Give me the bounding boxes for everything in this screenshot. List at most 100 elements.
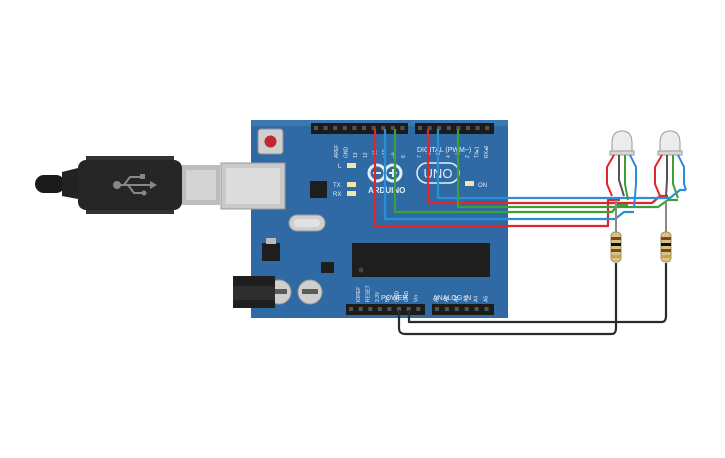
power-pin-label-1: RESET bbox=[366, 285, 372, 302]
digital-pin-label-1: GND bbox=[344, 147, 350, 159]
digital-pin-label-r-7: RX◂0 bbox=[484, 146, 490, 158]
pin-hole[interactable] bbox=[464, 307, 469, 311]
analog-header bbox=[432, 304, 494, 315]
pin-hole[interactable] bbox=[456, 126, 461, 130]
power-label: POWER bbox=[381, 295, 407, 302]
digital-pin-label-r-6: TX▸1 bbox=[475, 146, 481, 158]
wire-gnd-led2[interactable] bbox=[407, 263, 668, 324]
pin-hole[interactable] bbox=[349, 307, 353, 311]
led-dome bbox=[659, 130, 681, 153]
analog-pin-label-5: A5 bbox=[484, 296, 490, 302]
pin-hole[interactable] bbox=[377, 307, 382, 311]
power-pin-label-0: IOREF bbox=[356, 287, 362, 302]
power-pin-label-4: GND bbox=[394, 291, 400, 303]
digital-header-left bbox=[311, 123, 408, 134]
analog-label: ANALOG IN bbox=[433, 295, 471, 302]
pin-hole[interactable] bbox=[427, 126, 432, 130]
wire-gnd-led1[interactable] bbox=[397, 263, 618, 336]
rx-led-label: RX bbox=[333, 192, 341, 198]
reset-button-cap[interactable] bbox=[264, 135, 277, 148]
pin-hole[interactable] bbox=[342, 126, 347, 130]
pin-hole[interactable] bbox=[475, 126, 480, 130]
brand-text: ARDUINO bbox=[368, 186, 405, 195]
analog-pin-labels: A0 A1 A2 A3 A4 A5 bbox=[434, 296, 490, 302]
usb-cable-strain-relief bbox=[35, 175, 65, 193]
pin-hole[interactable] bbox=[444, 307, 449, 311]
digital-header-right bbox=[415, 123, 494, 134]
digital-pin-label-0: AREF bbox=[334, 145, 340, 158]
pin-hole[interactable] bbox=[474, 307, 479, 311]
pin-hole[interactable] bbox=[362, 126, 366, 130]
digital-pin-label-r-0: 7 bbox=[417, 155, 423, 158]
on-led bbox=[465, 181, 474, 186]
pin-hole[interactable] bbox=[397, 307, 401, 311]
pin-hole[interactable] bbox=[371, 126, 376, 130]
power-pin-label-6: Vin bbox=[414, 295, 420, 302]
pin-hole[interactable] bbox=[368, 307, 373, 311]
pin-hole[interactable] bbox=[406, 307, 411, 311]
digital-pin-label-r-2: ~5 bbox=[436, 152, 442, 158]
wire-blue-led2[interactable] bbox=[436, 129, 686, 200]
wire-green-led2[interactable] bbox=[456, 129, 678, 209]
l-led bbox=[347, 163, 356, 168]
digital-pin-label-3: 12 bbox=[363, 152, 369, 158]
l-led-label: L bbox=[338, 164, 342, 170]
pin-hole[interactable] bbox=[333, 126, 338, 130]
tx-led bbox=[347, 182, 356, 187]
analog-pin-label-2: A2 bbox=[454, 296, 460, 302]
resistor-1[interactable] bbox=[610, 231, 622, 263]
rgb-led-2[interactable] bbox=[654, 130, 687, 199]
pin-hole[interactable] bbox=[358, 307, 363, 311]
wire-green-led1[interactable] bbox=[393, 129, 628, 214]
on-led-label: ON bbox=[478, 183, 487, 189]
voltage-regulator bbox=[262, 243, 280, 261]
analog-pin-label-4: A4 bbox=[474, 296, 480, 302]
rx-led bbox=[347, 191, 356, 196]
pin-hole[interactable] bbox=[418, 126, 422, 130]
analog-pin-label-3: A3 bbox=[464, 296, 470, 302]
power-header bbox=[346, 304, 425, 315]
digital-pin-label-r-3: 4 bbox=[446, 155, 452, 158]
pin-hole[interactable] bbox=[485, 126, 490, 130]
pin-hole[interactable] bbox=[381, 126, 386, 130]
digital-header-label: DIGITAL (PWM~) bbox=[417, 147, 471, 154]
usb-icon bbox=[113, 174, 157, 196]
power-pin-label-5: GND bbox=[404, 291, 410, 303]
rgb-led-1[interactable] bbox=[606, 130, 637, 209]
power-pin-label-3: 5V bbox=[385, 295, 391, 302]
pin-hole[interactable] bbox=[314, 126, 318, 130]
digital-pin-label-2: 13 bbox=[353, 152, 359, 158]
pin-hole[interactable] bbox=[446, 126, 451, 130]
power-pin-label-2: 3.3V bbox=[375, 291, 381, 302]
pin-hole[interactable] bbox=[387, 307, 392, 311]
digital-pin-label-r-1: ~6 bbox=[427, 152, 433, 158]
usb-chip bbox=[310, 181, 327, 198]
pin-hole[interactable] bbox=[466, 126, 470, 130]
tx-led-label: TX bbox=[333, 183, 341, 189]
pin-hole[interactable] bbox=[323, 126, 328, 130]
pin-hole[interactable] bbox=[454, 307, 459, 311]
pin-hole[interactable] bbox=[484, 307, 489, 311]
header-pin-holes bbox=[314, 126, 490, 130]
pin-hole[interactable] bbox=[352, 126, 357, 130]
wire-red-led2[interactable] bbox=[426, 129, 668, 205]
resistor-2[interactable] bbox=[660, 231, 672, 263]
usb-cable[interactable] bbox=[35, 156, 220, 214]
led-dome bbox=[611, 130, 633, 153]
pin-hole[interactable] bbox=[416, 307, 421, 311]
pin-hole[interactable] bbox=[400, 126, 405, 130]
analog-pin-label-1: A1 bbox=[444, 296, 450, 302]
wire-red-led1[interactable] bbox=[373, 129, 620, 228]
digital-pin-label-r-5: 2 bbox=[465, 155, 471, 158]
analog-pin-label-0: A0 bbox=[434, 296, 440, 302]
pin-hole[interactable] bbox=[435, 307, 439, 311]
pin-hole[interactable] bbox=[437, 126, 442, 130]
pin-hole[interactable] bbox=[390, 126, 395, 130]
atmega-chip bbox=[352, 243, 490, 277]
digital-pin-label-7: 8 bbox=[401, 155, 407, 158]
usb-cable-neck bbox=[62, 168, 78, 199]
